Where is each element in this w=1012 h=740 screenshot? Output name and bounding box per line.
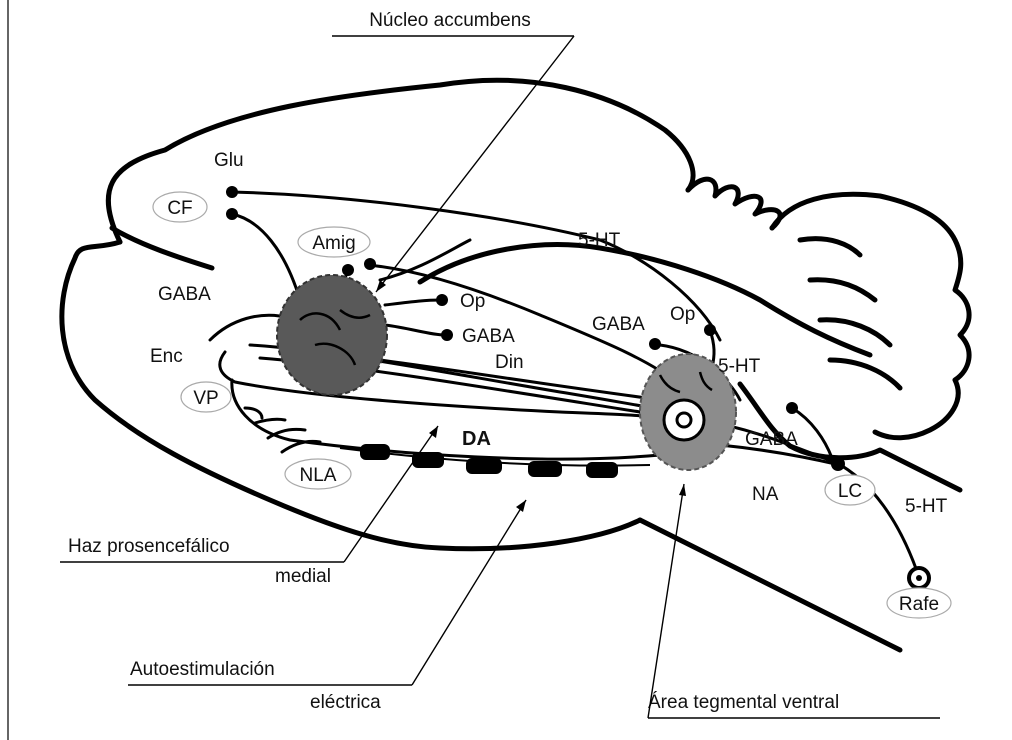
lc-label: LC [838,481,862,502]
gaba-nac-label: GABA [462,326,515,347]
da-dashed-bundle [340,444,650,478]
callout-mfb-line1: Haz prosencefálico [68,536,230,557]
callout-self-stimulation: Autoestimulación eléctrica [128,500,526,713]
na-label: NA [752,484,779,505]
ht-rafe-label: 5-HT [905,496,948,517]
region-ovals [153,192,951,618]
enc-label: Enc [150,346,183,367]
glu-label: Glu [214,150,244,171]
din-label: Din [495,352,524,373]
da-label: DA [462,428,491,450]
op-nac-label: Op [460,291,485,312]
op-vta-label: Op [670,304,695,325]
callout-self-stim-line2: eléctrica [310,692,381,713]
amig-label: Amig [312,233,355,254]
nla-label: NLA [300,465,337,486]
gaba-left-label: GABA [158,284,211,305]
gaba-lc-label: GABA [745,429,798,450]
callout-mfb-line2: medial [275,566,331,587]
rafe-label: Rafe [899,594,939,615]
vp-label: VP [193,388,218,409]
callout-vta-text: Área tegmental ventral [648,692,839,713]
callout-nucleus-accumbens-text: Núcleo accumbens [369,10,531,31]
gaba-vta-label: GABA [592,314,645,335]
callout-self-stim-line1: Autoestimulación [130,659,275,680]
ht-vta-label: 5-HT [718,356,761,377]
nucleus-accumbens-shape [277,275,387,395]
cf-label: CF [167,198,192,219]
ht-top-label: 5-HT [578,230,621,251]
